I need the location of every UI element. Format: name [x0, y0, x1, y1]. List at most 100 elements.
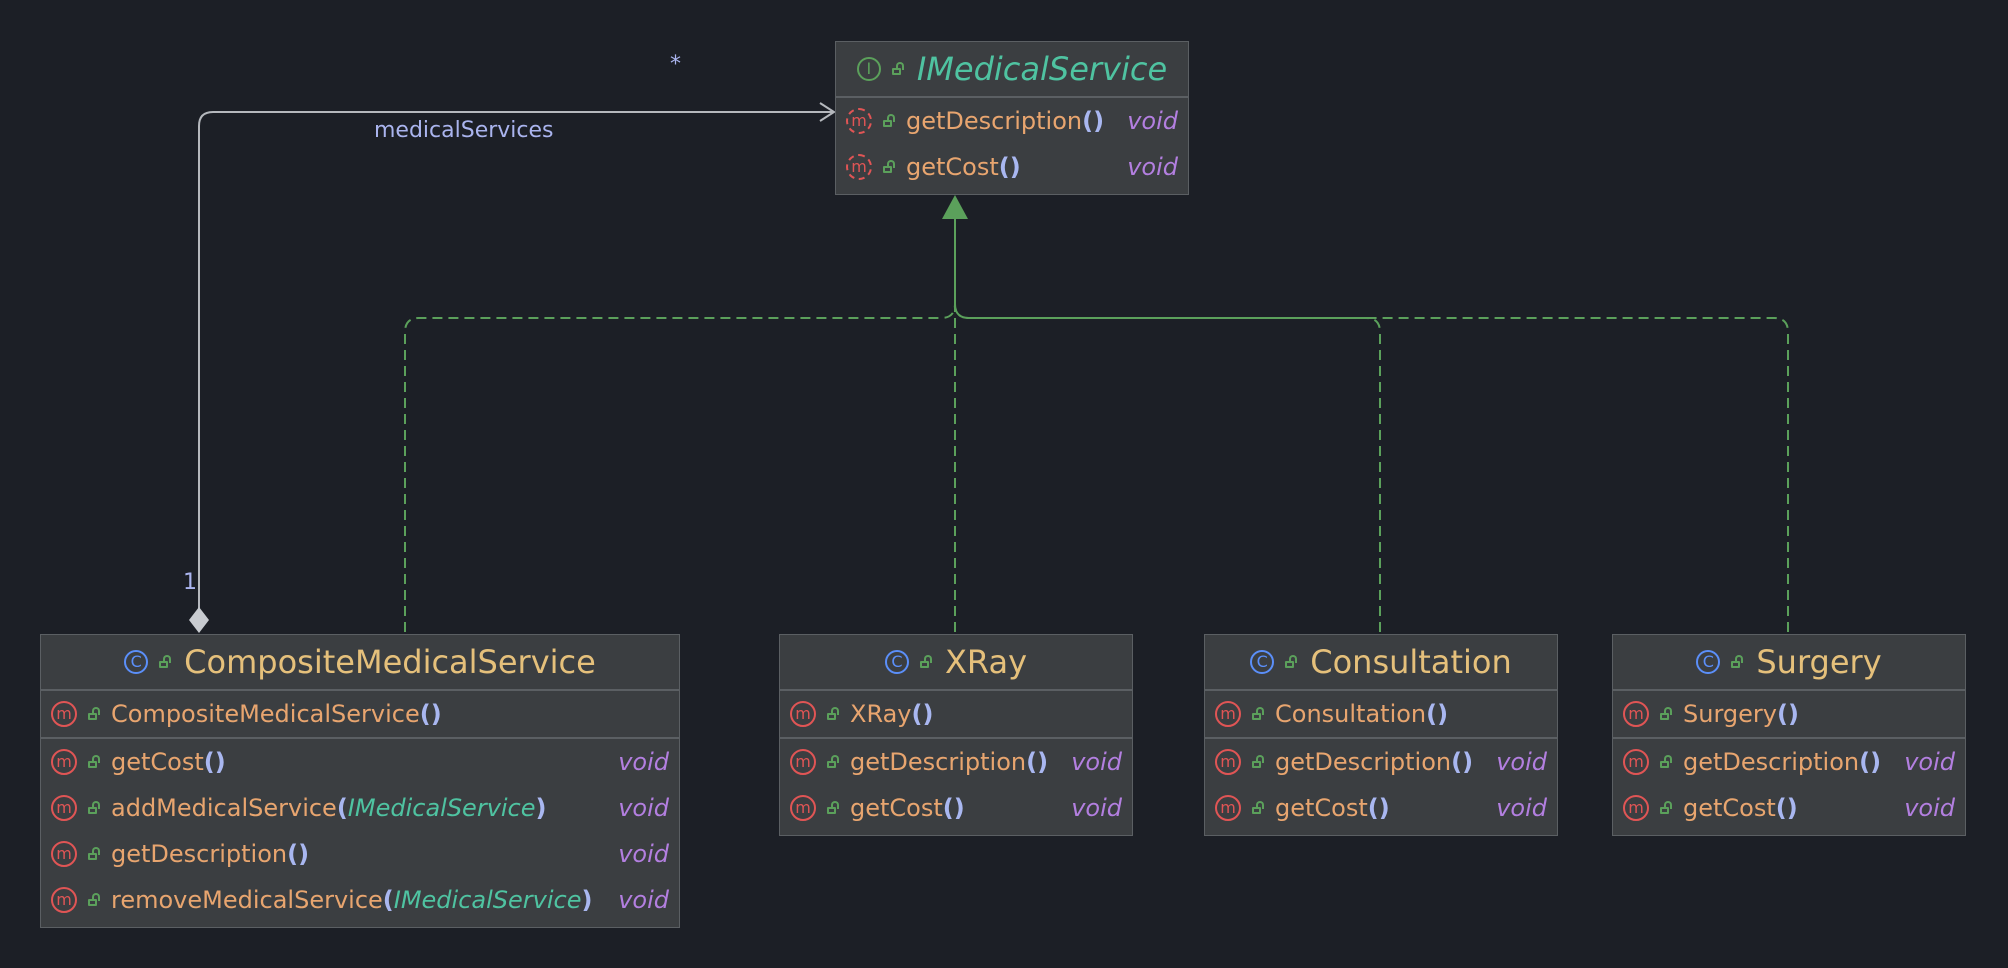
- public-lock-icon: [158, 655, 172, 669]
- param-type: IMedicalService: [393, 886, 582, 914]
- method-parens: (): [1426, 700, 1449, 728]
- method-name: getCost: [1683, 794, 1776, 822]
- class-surgery[interactable]: C Surgery m Surgery() m getDescription()…: [1612, 634, 1966, 836]
- public-lock-icon: [87, 755, 101, 769]
- return-type: void: [618, 886, 669, 914]
- method-row[interactable]: m getCost() void: [1613, 785, 1965, 831]
- method-icon: m: [51, 795, 77, 821]
- return-type: void: [1127, 153, 1178, 181]
- constructor-row[interactable]: m Surgery(): [1613, 691, 1965, 739]
- method-icon: m: [51, 749, 77, 775]
- class-icon: C: [885, 650, 909, 674]
- return-type: void: [1071, 794, 1122, 822]
- public-lock-icon: [919, 655, 933, 669]
- method-row[interactable]: m getDescription() void: [1205, 739, 1557, 785]
- public-lock-icon: [87, 847, 101, 861]
- method-icon: m: [51, 701, 77, 727]
- method-name: removeMedicalService: [111, 886, 383, 914]
- method-row[interactable]: m getDescription() void: [1613, 739, 1965, 785]
- constructor-name: Surgery: [1683, 700, 1777, 728]
- class-icon: C: [1250, 650, 1275, 674]
- class-xray[interactable]: C XRay m XRay() m getDescription() void …: [779, 634, 1133, 836]
- constructor-row[interactable]: m Consultation(): [1205, 691, 1557, 739]
- method-name: getCost: [906, 153, 999, 181]
- interface-name: IMedicalService: [916, 50, 1168, 88]
- method-row[interactable]: m getDescription() void: [41, 831, 679, 877]
- method-name: getDescription: [906, 107, 1083, 135]
- method-parens: (): [911, 700, 934, 728]
- interface-header: I IMedicalService: [836, 42, 1188, 98]
- return-type: void: [1071, 748, 1122, 776]
- constructor-row[interactable]: m XRay(): [780, 691, 1132, 739]
- realization-consultation-line: [954, 210, 1381, 632]
- public-lock-icon: [826, 755, 840, 769]
- method-row[interactable]: m removeMedicalService(IMedicalService) …: [41, 877, 679, 923]
- class-header: C Consultation: [1205, 635, 1557, 691]
- public-lock-icon: [882, 160, 896, 174]
- public-lock-icon: [826, 707, 840, 721]
- public-lock-icon: [87, 707, 101, 721]
- method-icon: m: [1215, 749, 1241, 775]
- public-lock-icon: [1659, 755, 1673, 769]
- method-parens: (): [942, 794, 965, 822]
- method-icon: m: [790, 749, 816, 775]
- constructor-name: Consultation: [1275, 700, 1427, 728]
- class-name: XRay: [945, 643, 1027, 681]
- method-row[interactable]: m getDescription() void: [780, 739, 1132, 785]
- method-icon: m: [1623, 701, 1649, 727]
- public-lock-icon: [891, 62, 905, 76]
- abstract-method-icon: m: [846, 108, 872, 134]
- public-lock-icon: [1251, 801, 1265, 815]
- method-icon: m: [1215, 795, 1241, 821]
- constructor-row[interactable]: m CompositeMedicalService(): [41, 691, 679, 739]
- class-header: C CompositeMedicalService: [41, 635, 679, 691]
- interface-imedicalservice[interactable]: I IMedicalService m getDescription() voi…: [835, 41, 1189, 195]
- method-icon: m: [790, 701, 816, 727]
- return-type: void: [1904, 794, 1955, 822]
- public-lock-icon: [1284, 655, 1298, 669]
- method-row[interactable]: m getCost() void: [41, 739, 679, 785]
- method-parens: (): [287, 840, 310, 868]
- method-row[interactable]: m getCost() void: [780, 785, 1132, 831]
- method-parens: (): [203, 748, 226, 776]
- method-paren-open: (: [382, 886, 394, 914]
- method-parens: (): [1859, 748, 1882, 776]
- method-name: getDescription: [111, 840, 288, 868]
- method-name: addMedicalService: [111, 794, 337, 822]
- public-lock-icon: [882, 114, 896, 128]
- method-name: getDescription: [1275, 748, 1452, 776]
- method-row[interactable]: m addMedicalService(IMedicalService) voi…: [41, 785, 679, 831]
- method-parens: (): [419, 700, 442, 728]
- param-type: IMedicalService: [347, 794, 536, 822]
- method-row[interactable]: m getCost() void: [836, 144, 1188, 190]
- method-row[interactable]: m getCost() void: [1205, 785, 1557, 831]
- public-lock-icon: [87, 893, 101, 907]
- method-parens: (): [1776, 700, 1799, 728]
- method-icon: m: [1623, 795, 1649, 821]
- class-icon: C: [124, 650, 149, 674]
- realization-composite-line: [404, 210, 956, 632]
- public-lock-icon: [87, 801, 101, 815]
- method-parens: (): [1026, 748, 1049, 776]
- method-icon: m: [51, 841, 77, 867]
- class-consultation[interactable]: C Consultation m Consultation() m getDes…: [1204, 634, 1558, 836]
- class-name: Surgery: [1756, 643, 1882, 681]
- public-lock-icon: [1251, 755, 1265, 769]
- method-parens: (): [1775, 794, 1798, 822]
- method-row[interactable]: m getDescription() void: [836, 98, 1188, 144]
- public-lock-icon: [826, 801, 840, 815]
- method-icon: m: [1623, 749, 1649, 775]
- method-name: getDescription: [850, 748, 1027, 776]
- method-icon: m: [51, 887, 77, 913]
- return-type: void: [1496, 794, 1547, 822]
- method-name: getCost: [850, 794, 943, 822]
- return-type: void: [1127, 107, 1178, 135]
- method-parens: (): [1082, 107, 1105, 135]
- return-type: void: [618, 840, 669, 868]
- public-lock-icon: [1659, 707, 1673, 721]
- public-lock-icon: [1730, 655, 1744, 669]
- class-compositemedicalservice[interactable]: C CompositeMedicalService m CompositeMed…: [40, 634, 680, 928]
- constructor-name: XRay: [850, 700, 912, 728]
